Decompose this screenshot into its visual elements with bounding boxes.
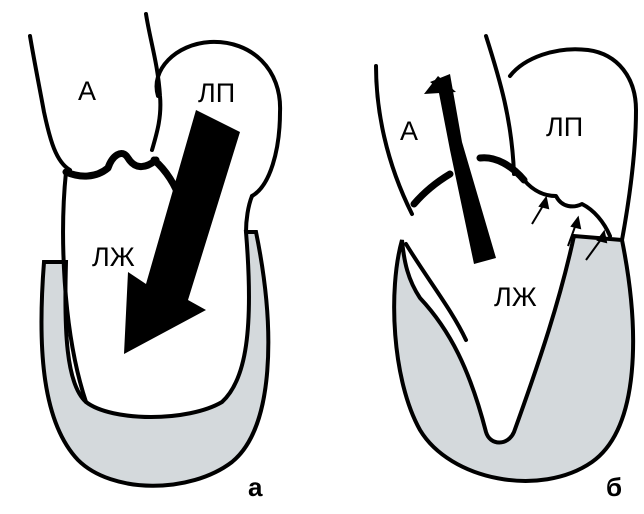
panel-a: А ЛП ЛЖ а [30,14,280,502]
panel-a-aorta [30,36,70,170]
panel-b-left-atrium [510,49,636,240]
panel-a-aorta-right-wall [146,14,160,150]
panel-a-left-atrium-label: ЛП [198,78,235,108]
panel-b-left-atrium-label: ЛП [546,112,583,142]
panel-b-small-arrow-1-head [540,198,548,208]
panel-a-aorta-label: А [78,76,96,106]
panel-b: А ЛП ЛЖ б [376,36,636,502]
panel-b-mitral-valve [480,158,524,180]
panel-b-ejection-arrow [430,74,496,264]
panel-b-small-arrow-2-head [572,218,580,228]
panel-b-left-ventricle-label: ЛЖ [494,282,537,312]
panel-b-small-arrow-3-head [598,232,606,242]
panel-a-left-ventricle-label: ЛЖ [92,242,135,272]
panel-b-aorta-right-wall [486,36,514,174]
panel-b-mitral-leaflet [524,180,610,236]
panel-a-label: а [248,472,263,502]
panel-b-myocardium [394,236,633,481]
panel-b-label: б [606,472,622,502]
panel-a-aortic-valve [66,153,156,176]
panel-b-aorta-label: А [400,116,418,146]
panel-b-aortic-valve [414,174,450,204]
panel-a-flow-arrow [124,110,240,354]
